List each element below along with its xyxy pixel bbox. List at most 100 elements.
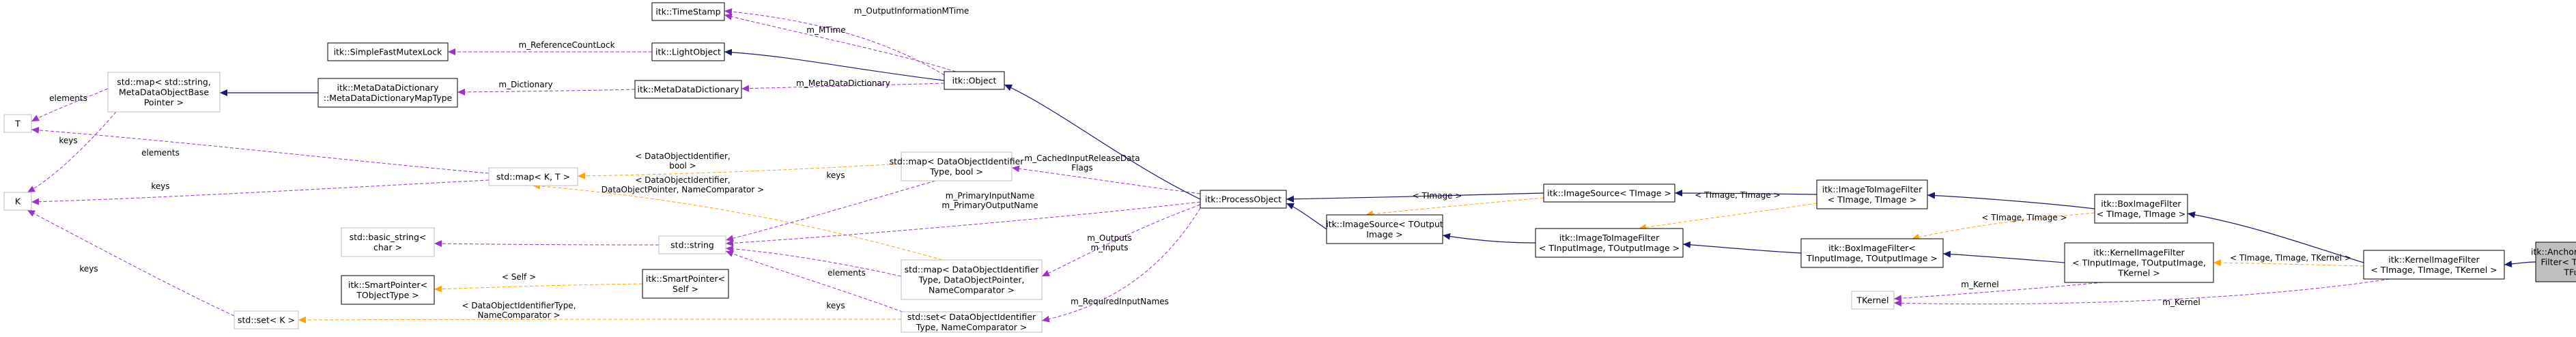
class-node-label: std::map< std::string, <box>117 77 211 87</box>
class-node-imagetoimage-timage[interactable]: itk::ImageToImageFilter< TImage, TImage … <box>1816 179 1928 209</box>
class-node-tkernel[interactable]: TKernel <box>1851 291 1895 310</box>
edge-label-primary-names: m_PrimaryInputName <box>946 191 1035 201</box>
class-node-label: < TImage, TImage > <box>2097 209 2185 219</box>
inheritance-edge <box>1004 84 1201 200</box>
edge-label-self: < Self > <box>502 272 536 282</box>
class-node-stdstring[interactable]: std::string <box>658 235 726 254</box>
edge-label-tpl-bool: bool > <box>669 161 696 171</box>
edge-label-keys-left: keys <box>79 264 98 274</box>
class-node-processobject[interactable]: itk::ProcessObject <box>1200 190 1287 209</box>
class-node-imagesource-toutput[interactable]: itk::ImageSource< TOutputImage > <box>1326 214 1443 244</box>
class-node-label: NameComparator > <box>929 285 1015 295</box>
class-node-stdmap-string[interactable]: std::map< std::string,MetaDataObjectBase… <box>107 72 221 113</box>
class-node-label: < TInputImage, TOutputImage > <box>1539 243 1680 253</box>
class-node-stdset-doi[interactable]: std::set< DataObjectIdentifierType, Name… <box>901 311 1043 333</box>
class-node-label: itk::BoxImageFilter< <box>1828 243 1916 253</box>
class-node-imagetoimage-tio[interactable]: itk::ImageToImageFilter< TInputImage, TO… <box>1535 228 1684 258</box>
template-edge: < DataObjectIdentifier,DataObjectPointer… <box>532 175 943 261</box>
inheritance-edge <box>1927 192 2095 209</box>
class-node-boximage-timage[interactable]: itk::BoxImageFilter< TImage, TImage > <box>2094 194 2188 224</box>
usage-edge: keys <box>725 250 909 314</box>
class-node-label: ::MetaDataDictionaryMapType <box>324 93 453 103</box>
class-node-label: TInputImage, TOutputImage > <box>1806 253 1938 263</box>
class-node-label: TKernel <box>1856 295 1889 306</box>
class-node-label: < TInputImage, TOutputImage, <box>2072 258 2206 268</box>
class-node-label: itk::KernelImageFilter <box>2388 254 2480 265</box>
inheritance-edge <box>1442 233 1536 244</box>
class-node-lightobject[interactable]: itk::LightObject <box>651 42 725 61</box>
class-node-stdmap-dop[interactable]: std::map< DataObjectIdentifierType, Data… <box>901 259 1043 300</box>
class-node-timestamp[interactable]: itk::TimeStamp <box>651 2 725 21</box>
inheritance-edge <box>2187 211 2364 263</box>
class-node-stdset-K[interactable]: std::set< K > <box>233 310 299 329</box>
edge-label-tpl-doi-nc: < DataObjectIdentifierType, <box>462 301 576 310</box>
class-node-K[interactable]: K <box>3 192 32 211</box>
edge-label-outputs-inputs: m_Outputs <box>1087 233 1132 243</box>
usage-edge: m_MetaDataDictionary <box>741 78 945 92</box>
class-node-label: itk::Object <box>952 76 997 86</box>
class-node-label: Image > <box>1366 229 1403 239</box>
edge-label-dictionary: m_Dictionary <box>498 80 552 89</box>
class-node-kernelimage-timage[interactable]: itk::KernelImageFilter< TImage, TImage, … <box>2363 250 2505 280</box>
edge-label-keys-mid: keys <box>151 181 169 191</box>
class-node-imagesource-timage[interactable]: itk::ImageSource< TImage > <box>1543 184 1675 203</box>
class-node-label: std::set< K > <box>238 315 295 325</box>
edge-label-tpl-doi-nc: NameComparator > <box>478 310 561 320</box>
class-node-label: < TImage, TImage > <box>1828 194 1916 205</box>
class-node-kernelimage-tio[interactable]: itk::KernelImageFilter< TInputImage, TOu… <box>2064 242 2214 283</box>
inheritance-edge <box>1286 203 1327 230</box>
edge-label-tpl-dop: DataObjectPointer, NameComparator > <box>601 185 764 194</box>
class-node-label: TKernel > <box>2117 268 2160 278</box>
class-node-metadatadictionary[interactable]: itk::MetaDataDictionary <box>634 80 742 99</box>
template-edge: < Self > <box>434 272 643 293</box>
class-node-T[interactable]: T <box>3 114 32 133</box>
class-node-label: itk::ImageToImageFilter <box>1559 233 1660 243</box>
class-node-label: Type, bool > <box>929 166 983 177</box>
class-node-label: Self > <box>673 284 698 294</box>
class-node-label: < TImage, TImage, TKernel > <box>2370 265 2497 275</box>
class-node-simplefastmutex[interactable]: itk::SimpleFastMutexLock <box>327 42 449 61</box>
class-node-label: K <box>15 196 21 207</box>
template-edge: < TImage, TImage > <box>1911 212 2095 241</box>
usage-edge: m_ReferenceCountLock <box>448 40 652 55</box>
edge-label-tpl-dop: < DataObjectIdentifier, <box>635 175 730 185</box>
class-node-label: itk::BoxImageFilter <box>2101 199 2181 209</box>
class-node-stdmap-KT[interactable]: std::map< K, T > <box>488 167 578 186</box>
class-node-stdmap-bool[interactable]: std::map< DataObjectIdentifierType, bool… <box>890 151 1025 181</box>
class-node-label: std::basic_string< <box>350 232 427 242</box>
edge-label-tpl-timage: < TImage > <box>1413 191 1462 201</box>
template-edge: < DataObjectIdentifierType,NameComparato… <box>298 301 902 323</box>
class-node-smartpointer-self[interactable]: itk::SmartPointer<Self > <box>642 269 729 299</box>
class-node-basic-string[interactable]: std::basic_string<char > <box>341 227 435 257</box>
class-node-label: itk::LightObject <box>655 47 721 57</box>
edge-label-outputs-inputs: m_Inputs <box>1090 243 1128 252</box>
class-node-label: T <box>14 119 20 129</box>
class-node-smartpointer-T[interactable]: itk::SmartPointer<TObjectType > <box>341 275 435 305</box>
inheritance-edge <box>1674 190 1817 197</box>
class-node-label: Type, NameComparator > <box>916 322 1028 332</box>
class-node-boximage-tio[interactable]: itk::BoxImageFilter<TInputImage, TOutput… <box>1800 238 1944 268</box>
edge-label-elements-mid: elements <box>141 148 180 158</box>
class-node-label: itk::SmartPointer< <box>646 274 725 284</box>
class-node-label: std::string <box>670 240 714 250</box>
usage-edge: m_RequiredInputNames <box>1041 207 1201 323</box>
edge-label-primary-names: m_PrimaryOutputName <box>942 201 1038 210</box>
inheritance-edge <box>1942 250 2065 263</box>
edge-label-output-info-mtime: m_OutputInformationMTime <box>854 6 969 16</box>
class-node-label: itk::SimpleFastMutexLock <box>334 47 443 57</box>
usage-edge: m_OutputInformationMTime <box>724 6 969 76</box>
edge-label-keys-low: keys <box>826 301 845 310</box>
edge-label-m-kernel-a: m_Kernel <box>1961 280 1998 289</box>
usage-edge <box>434 240 660 248</box>
class-node-label: itk::MetaDataDictionary <box>637 85 739 95</box>
edge-label-elements-top: elements <box>49 93 87 103</box>
class-node-mdd-maptype[interactable]: itk::MetaDataDictionary::MetaDataDiction… <box>317 78 458 108</box>
class-node-label: char > <box>373 242 402 252</box>
usage-edge: m_Kernel <box>1893 280 2104 302</box>
class-node-object[interactable]: itk::Object <box>944 71 1005 90</box>
edge-label-cached-flags: Flags <box>1071 163 1092 173</box>
